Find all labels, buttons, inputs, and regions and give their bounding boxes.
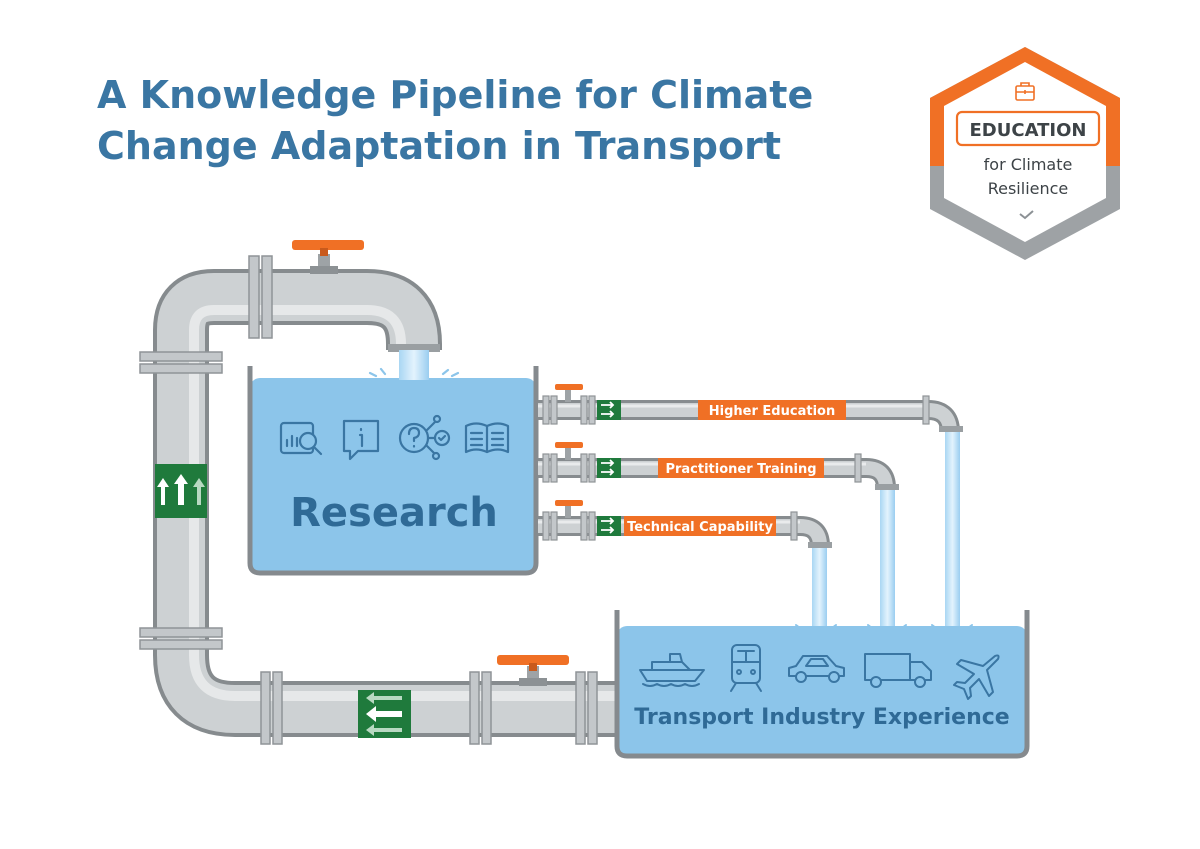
ship-icon: [639, 653, 705, 687]
higher-education-tag: [698, 400, 846, 420]
page-title: A Knowledge Pipeline for Climate Change …: [97, 70, 857, 172]
practitioner-training-label: Practitioner Training: [665, 462, 816, 477]
train-icon: [730, 644, 762, 692]
practitioner-training-waterfall: [880, 490, 895, 626]
branch-pipe-practitioner-training: [538, 458, 899, 626]
technical-capability-label: Technical Capability: [627, 520, 773, 535]
branch-labels: Higher Education Practitioner Training T…: [624, 400, 846, 536]
badge-line-2: Resilience: [988, 179, 1069, 198]
flow-marker-left: [358, 690, 411, 738]
question-network-icon: [398, 414, 451, 461]
education-badge: EDUCATION for Climate Resilience: [930, 47, 1120, 260]
chart-search-icon: [279, 421, 323, 456]
higher-education-waterfall: [945, 432, 960, 626]
branch-valves: [555, 384, 583, 518]
technical-capability-tag: [624, 516, 776, 536]
badge-line-1: for Climate: [984, 155, 1073, 174]
truck-icon: [864, 653, 932, 688]
badge-label: EDUCATION: [970, 120, 1087, 141]
valve-bottom: [497, 655, 569, 686]
practitioner-training-tag: [658, 458, 824, 478]
industry-label: Transport Industry Experience: [634, 705, 1009, 730]
car-icon: [788, 655, 845, 683]
higher-education-label: Higher Education: [709, 404, 835, 419]
branch-flanges: [542, 395, 930, 541]
branch-flow-markers: [597, 400, 621, 536]
valve-top: [292, 240, 364, 274]
open-book-icon: [464, 422, 510, 454]
briefcase-icon: [1015, 82, 1035, 101]
badge-label-box: [955, 110, 1101, 147]
technical-capability-waterfall: [812, 548, 827, 626]
industry-tank: [614, 610, 1030, 759]
research-label: Research: [290, 490, 498, 536]
check-icon: [1019, 210, 1034, 220]
pipe-flanges: [139, 255, 598, 745]
badge-face: [944, 62, 1106, 242]
main-loop-pipe: [153, 269, 615, 737]
title-line-1: A Knowledge Pipeline for Climate: [97, 73, 814, 117]
info-icon: [342, 419, 380, 461]
research-tank: [247, 350, 539, 576]
inflow-waterfall: [399, 350, 429, 380]
airplane-icon: [953, 654, 1000, 700]
title-line-2: Change Adaptation in Transport: [97, 124, 781, 168]
flow-marker-up: [155, 464, 207, 518]
